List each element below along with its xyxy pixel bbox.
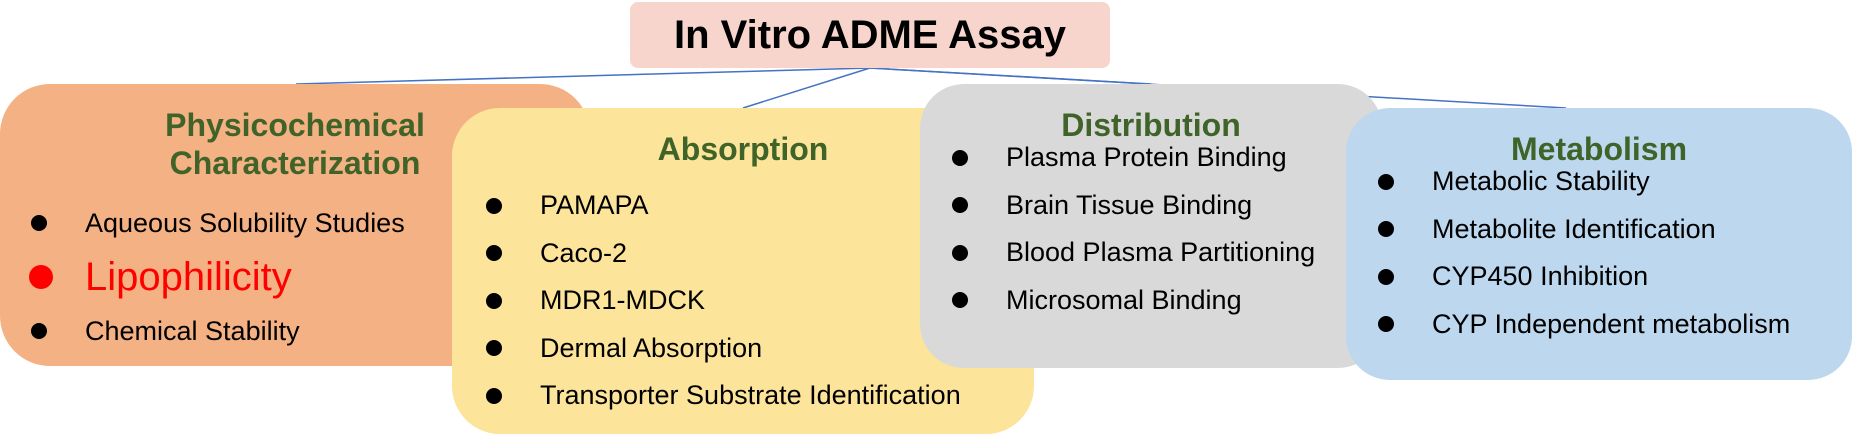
list-item: Microsomal Binding bbox=[952, 277, 1315, 325]
absorption-title: Absorption bbox=[657, 131, 829, 167]
list-item: CYP450 Inhibition bbox=[1378, 253, 1790, 301]
root-node: In Vitro ADME Assay bbox=[630, 2, 1110, 68]
bullet-icon bbox=[29, 265, 53, 289]
list-item: Caco-2 bbox=[486, 230, 961, 278]
bullet-icon bbox=[486, 387, 502, 404]
connector-absorption bbox=[742, 67, 871, 109]
list-item: PAMAPA bbox=[486, 182, 961, 230]
bullet-icon bbox=[952, 149, 968, 166]
list-item: Chemical Stability bbox=[31, 304, 405, 358]
list-item-highlighted: Lipophilicity bbox=[29, 250, 405, 304]
bullet-icon bbox=[31, 323, 47, 339]
bullet-icon bbox=[952, 244, 968, 261]
connector-physicochemical bbox=[295, 67, 871, 85]
metabolism-list: Metabolic Stability Metabolite Identific… bbox=[1378, 158, 1790, 348]
list-item: Blood Plasma Partitioning bbox=[952, 229, 1315, 277]
list-item: MDR1-MDCK bbox=[486, 277, 961, 325]
list-item: Brain Tissue Binding bbox=[952, 182, 1315, 230]
bullet-icon bbox=[486, 197, 502, 214]
bullet-icon bbox=[486, 292, 502, 309]
root-title: In Vitro ADME Assay bbox=[674, 12, 1066, 57]
bullet-icon bbox=[1378, 316, 1394, 333]
bullet-icon bbox=[31, 215, 47, 231]
list-item: Metabolite Identification bbox=[1378, 206, 1790, 254]
bullet-icon bbox=[486, 340, 502, 357]
bullet-icon bbox=[1378, 268, 1394, 285]
list-item: Aqueous Solubility Studies bbox=[31, 196, 405, 250]
distribution-title: Distribution bbox=[1061, 107, 1241, 143]
bullet-icon bbox=[486, 245, 502, 262]
distribution-box: Distribution Plasma Protein Binding Brai… bbox=[920, 84, 1382, 368]
distribution-list: Plasma Protein Binding Brain Tissue Bind… bbox=[952, 134, 1315, 324]
list-item: Dermal Absorption bbox=[486, 325, 961, 373]
list-item: CYP Independent metabolism bbox=[1378, 301, 1790, 349]
bullet-icon bbox=[952, 197, 968, 214]
metabolism-box: Metabolism Metabolic Stability Metabolit… bbox=[1346, 108, 1852, 380]
list-item: Metabolic Stability bbox=[1378, 158, 1790, 206]
bullet-icon bbox=[952, 292, 968, 309]
physicochemical-list: Aqueous Solubility Studies Lipophilicity… bbox=[29, 196, 405, 358]
metabolism-title: Metabolism bbox=[1510, 131, 1688, 167]
physicochemical-title: Physicochemical Characterization bbox=[165, 107, 425, 181]
absorption-list: PAMAPA Caco-2 MDR1-MDCK Dermal Absorptio… bbox=[486, 182, 961, 420]
list-item: Transporter Substrate Identification bbox=[486, 372, 961, 420]
list-item: Plasma Protein Binding bbox=[952, 134, 1315, 182]
bullet-icon bbox=[1378, 173, 1394, 190]
bullet-icon bbox=[1378, 221, 1394, 238]
